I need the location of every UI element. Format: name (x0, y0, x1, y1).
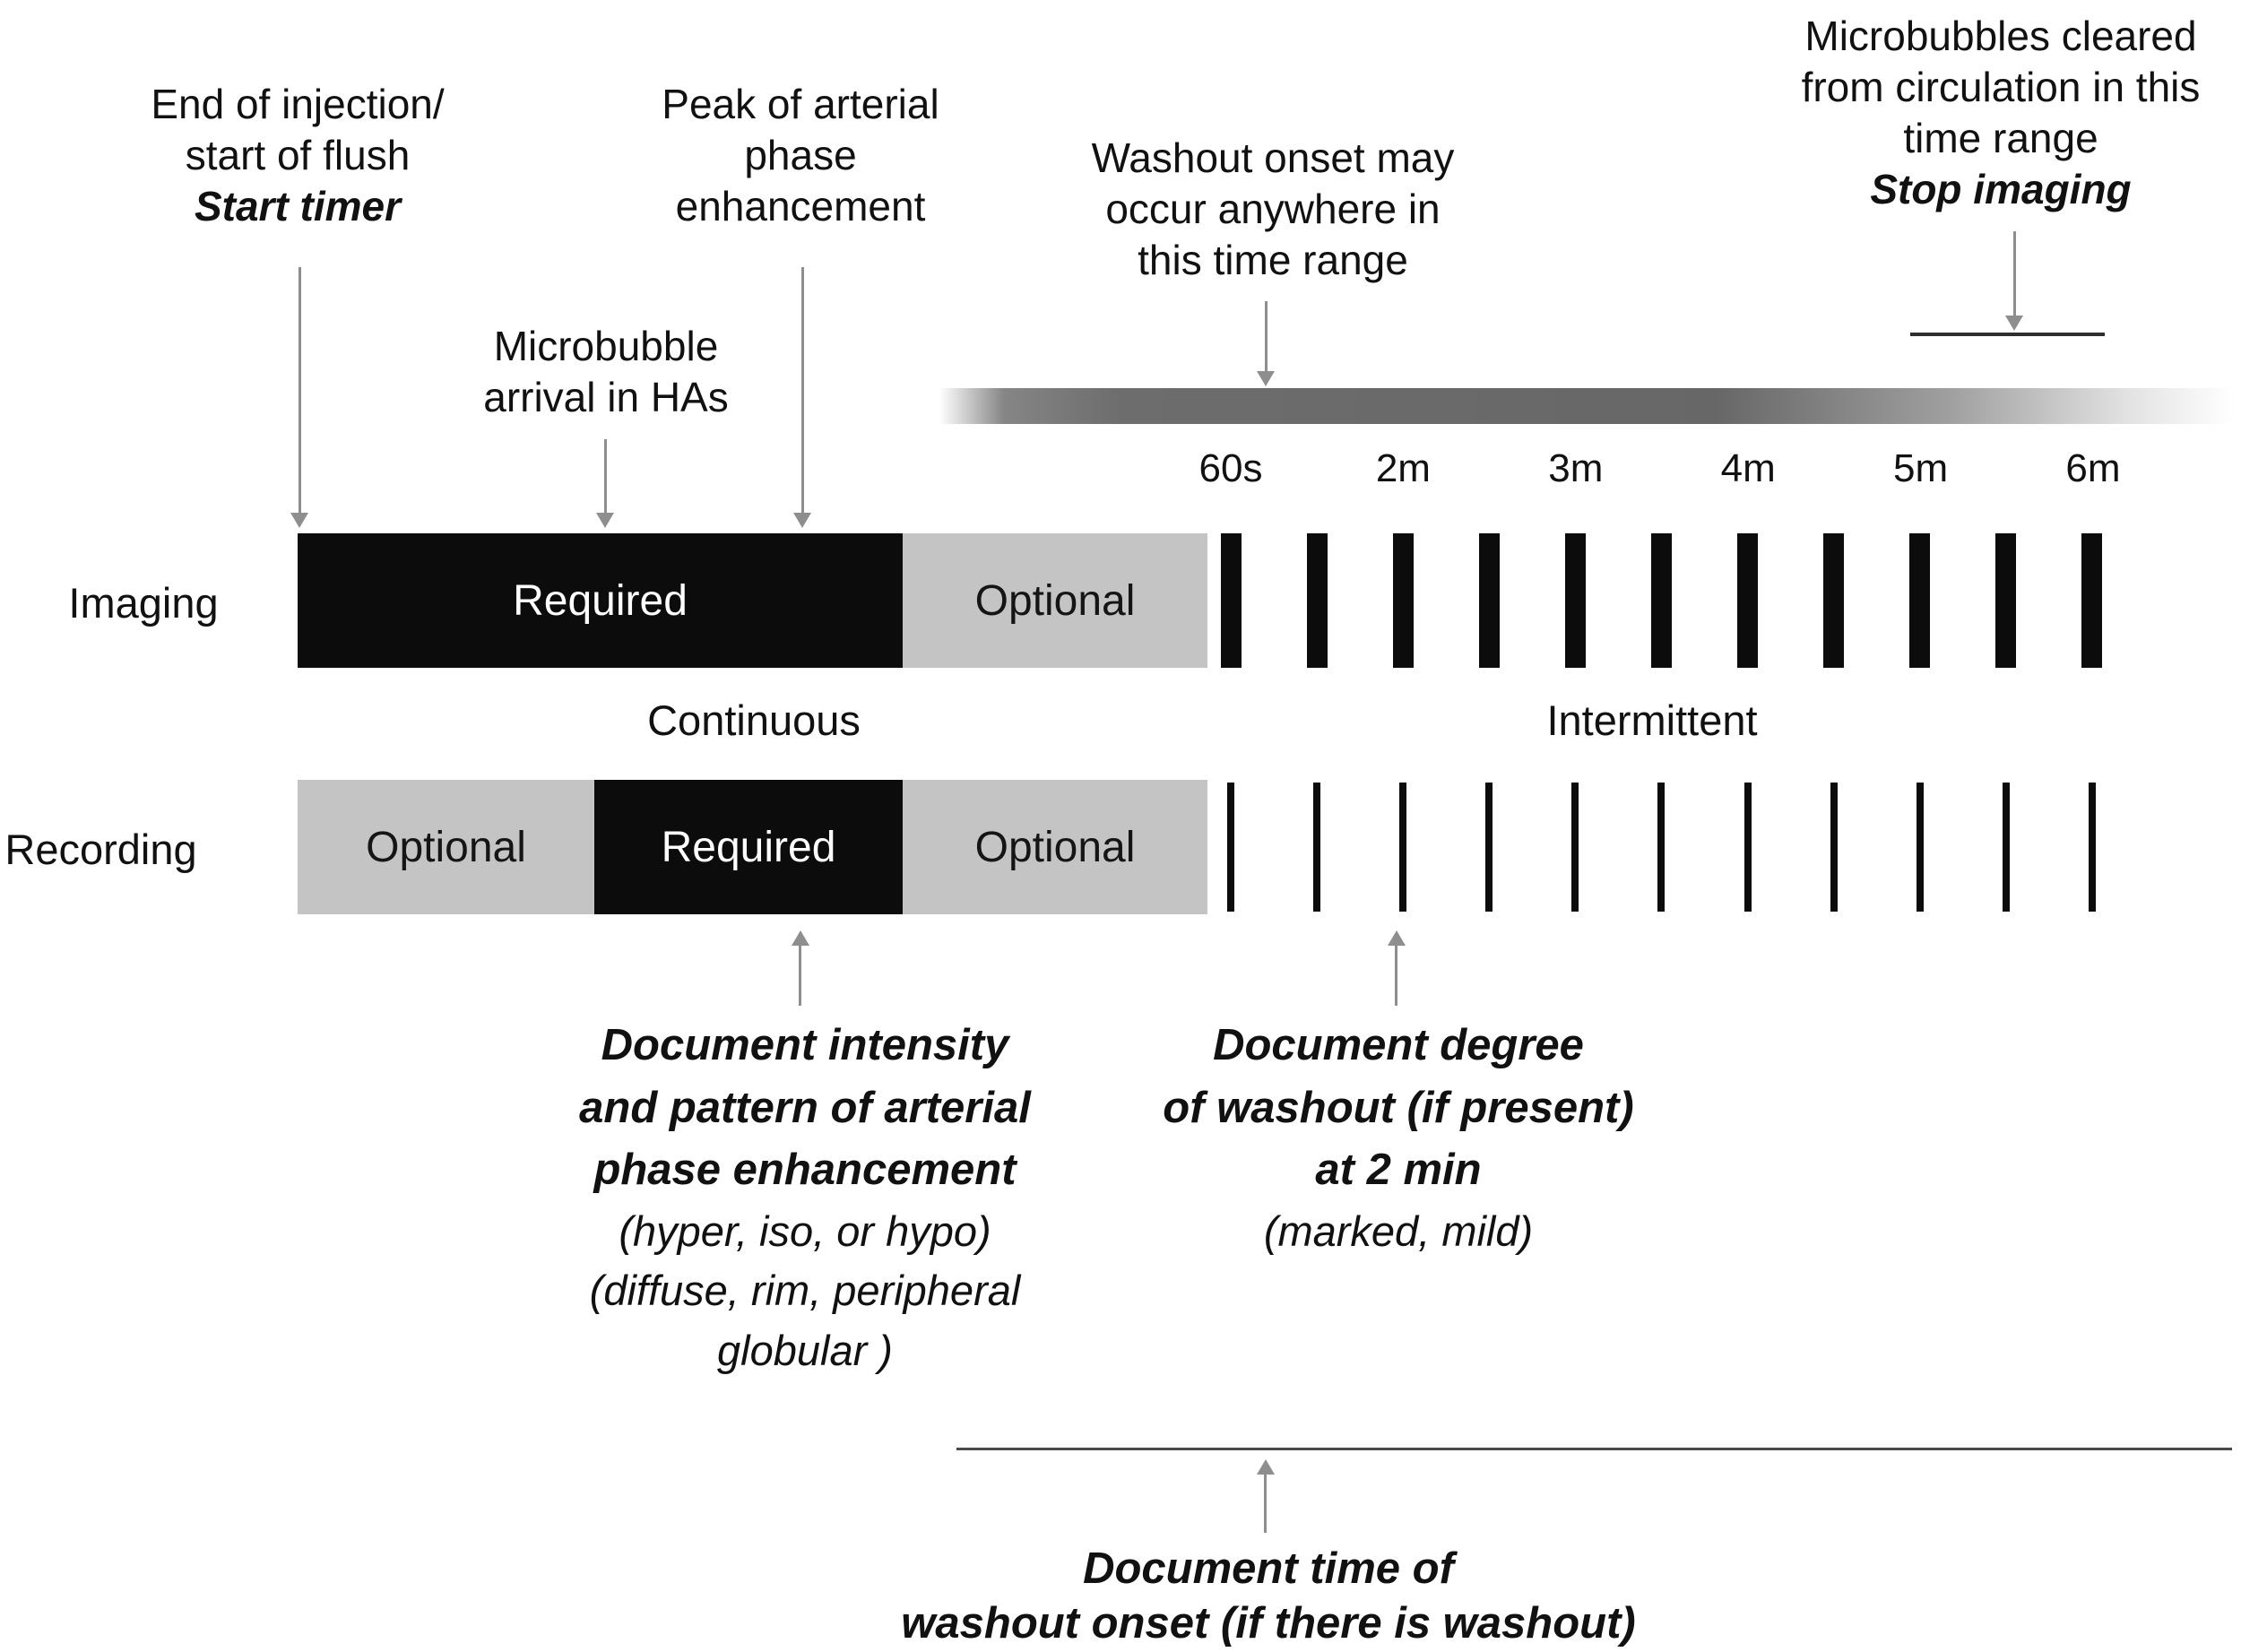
imaging-intermittent-ticks (1221, 533, 2102, 668)
annotation-line: Microbubble (493, 323, 719, 369)
tick-mark (1565, 533, 1586, 668)
note-line: Document intensity (601, 1021, 1009, 1069)
arrow-head-down-icon (596, 513, 614, 528)
annotation-line: start of flush (185, 132, 411, 179)
recording-row-label: Recording (4, 826, 197, 873)
time-label-4m: 4m (1720, 446, 1776, 490)
annotation-peak-arterial: Peak of arterial phase enhancement (585, 79, 1016, 232)
recording-optional-segment-1: Optional (298, 780, 594, 914)
imaging-row-label: Imaging (68, 579, 219, 627)
arrow-head-down-icon (793, 513, 811, 528)
tick-mark (1307, 533, 1328, 668)
time-label-6m: 6m (2065, 446, 2121, 490)
annotation-microbubble-arrival: Microbubble arrival in HAs (391, 321, 821, 423)
recording-intermittent-ticks (1227, 783, 2096, 912)
stop-imaging-tick-line (1910, 333, 2105, 336)
tick-mark (1909, 533, 1930, 668)
arrow-head-up-icon (1257, 1459, 1275, 1475)
start-timer-label: Start timer (194, 183, 402, 230)
annotation-washout-onset: Washout onset may occur anywhere in this… (1049, 133, 1497, 286)
annotation-line: phase (744, 132, 857, 179)
tick-mark (1221, 533, 1242, 668)
washout-range-gradient-bar (939, 388, 2234, 424)
recording-required-segment: Required (594, 780, 903, 914)
note-subline: globular ) (717, 1327, 893, 1375)
time-label-2m: 2m (1375, 446, 1431, 490)
tick-mark (1485, 783, 1493, 912)
time-label-5m: 5m (1893, 446, 1949, 490)
tick-mark (1651, 533, 1672, 668)
note-subline: (marked, mild) (1263, 1207, 1534, 1255)
tick-mark (1393, 533, 1414, 668)
note-document-time: Document time of washout onset (if there… (820, 1542, 1717, 1652)
note-line: washout onset (if there is washout) (901, 1599, 1636, 1648)
note-line: and pattern of arterial (579, 1083, 1031, 1132)
tick-mark (1823, 533, 1844, 668)
annotation-line: occur anywhere in (1105, 186, 1441, 233)
note-line: phase enhancement (593, 1146, 1017, 1195)
note-line: at 2 min (1315, 1146, 1482, 1195)
annotation-line: from circulation in this (1801, 64, 2201, 111)
time-axis-labels: 60s 2m 3m 4m 5m 6m (1186, 446, 2138, 491)
time-label-60s: 60s (1198, 446, 1263, 490)
continuous-label: Continuous (647, 696, 861, 744)
arrow-head-down-icon (2005, 316, 2023, 331)
annotation-line: Peak of arterial (662, 81, 939, 127)
tick-mark (1830, 783, 1838, 912)
annotation-line: Washout onset may (1091, 134, 1455, 181)
annotation-microbubbles-cleared: Microbubbles cleared from circulation in… (1741, 11, 2241, 215)
annotation-line: Microbubbles cleared (1804, 13, 2197, 59)
tick-mark (1227, 783, 1234, 912)
recording-optional-segment-2: Optional (903, 780, 1207, 914)
arrow-stem (1264, 1474, 1267, 1533)
arrow-stem (799, 945, 801, 1006)
tick-mark (1743, 783, 1752, 912)
annotation-line: enhancement (675, 183, 926, 230)
arrow-head-down-icon (1257, 371, 1275, 386)
arrow-head-down-icon (290, 513, 308, 528)
tick-mark (1479, 533, 1500, 668)
tick-mark (2002, 783, 2010, 912)
note-subline: (diffuse, rim, peripheral (589, 1267, 1021, 1315)
note-document-intensity: Document intensity and pattern of arteri… (536, 1015, 1074, 1381)
annotation-line: arrival in HAs (483, 374, 729, 421)
annotation-line: this time range (1138, 237, 1408, 284)
tick-mark (1916, 783, 1924, 912)
imaging-required-segment: Required (298, 533, 903, 668)
tick-mark (1657, 783, 1666, 912)
note-line: Document time of (1083, 1544, 1454, 1593)
tick-mark (2081, 533, 2102, 668)
note-line: of washout (if present) (1163, 1083, 1634, 1132)
note-line: Document degree (1213, 1021, 1584, 1069)
intermittent-label: Intermittent (1546, 696, 1758, 744)
tick-mark (1995, 533, 2016, 668)
arrow-stem (604, 439, 607, 513)
annotation-line: time range (1903, 115, 2098, 162)
imaging-optional-segment: Optional (903, 533, 1207, 668)
arrow-stem (1395, 945, 1397, 1006)
tick-mark (2088, 783, 2096, 912)
arrow-head-up-icon (1388, 930, 1406, 946)
tick-mark (1399, 783, 1407, 912)
tick-mark (1313, 783, 1321, 912)
arrow-head-up-icon (792, 930, 809, 946)
tick-mark (1737, 533, 1758, 668)
note-subline: (hyper, iso, or hypo) (619, 1207, 991, 1255)
washout-time-range-line (956, 1448, 2232, 1450)
time-label-3m: 3m (1548, 446, 1604, 490)
annotation-line: End of injection/ (151, 81, 445, 127)
note-document-degree: Document degree of washout (if present) … (1129, 1015, 1667, 1261)
tick-mark (1571, 783, 1579, 912)
annotation-end-of-injection: End of injection/ start of flush Start t… (82, 79, 513, 232)
arrow-stem (1265, 301, 1268, 371)
arrow-stem (299, 267, 301, 513)
arrow-stem (2013, 231, 2016, 316)
arrow-stem (801, 267, 804, 513)
stop-imaging-label: Stop imaging (1870, 166, 2132, 213)
